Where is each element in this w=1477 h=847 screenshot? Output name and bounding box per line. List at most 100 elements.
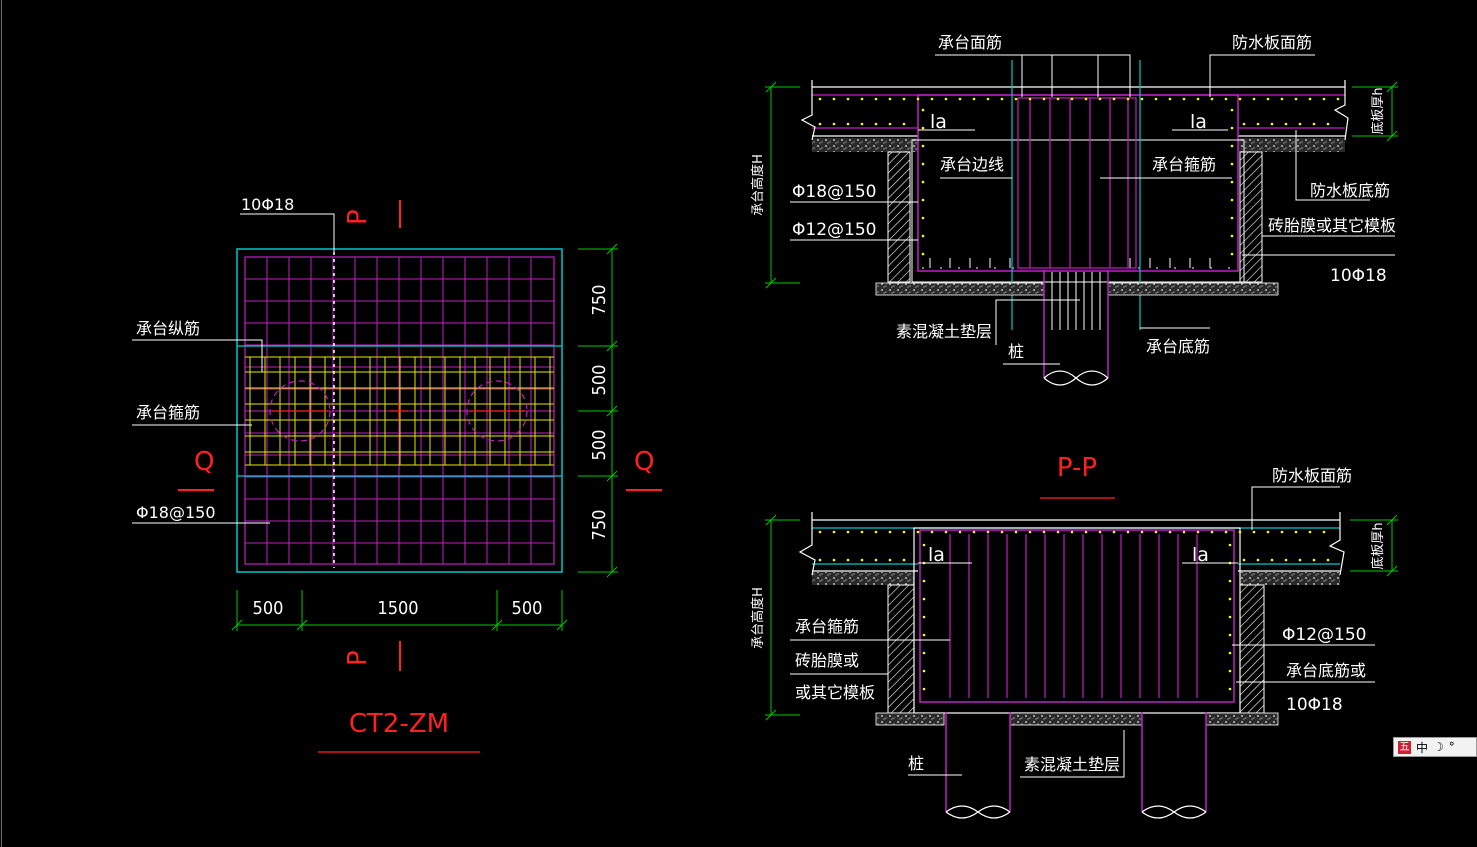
rebar-dot xyxy=(921,180,925,184)
rebar-dot xyxy=(1182,530,1186,534)
qq-formwork-2: 或其它模板 xyxy=(795,683,875,702)
section-pp xyxy=(765,54,1398,499)
rebar-dot xyxy=(846,558,850,562)
rebar-dot xyxy=(1312,122,1316,126)
rebar-dot xyxy=(921,144,925,148)
rebar-dot xyxy=(1230,162,1234,166)
qq-pile-label: 桩 xyxy=(908,754,924,773)
rebar-dot xyxy=(1224,97,1228,101)
plan-dim-v1: 750 xyxy=(589,285,610,316)
ime-toolbar[interactable]: 五 中 ☽ ° xyxy=(1393,737,1477,757)
rebar-dot xyxy=(1000,97,1004,101)
pp-title: P-P xyxy=(1057,453,1097,483)
rebar-dot xyxy=(986,97,990,101)
rebar-dot xyxy=(1224,530,1228,534)
rebar-dot xyxy=(1284,558,1288,562)
pp-stirrup-label: 承台箍筋 xyxy=(1152,155,1216,174)
rebar-dot xyxy=(1230,216,1234,220)
rebar-dot xyxy=(832,530,836,534)
rebar-dot xyxy=(922,633,926,637)
plan-dim-v3: 500 xyxy=(589,430,610,461)
rebar-dot xyxy=(922,687,926,691)
pp-bar-c-label: 10Φ18 xyxy=(1330,266,1387,286)
rebar-dot xyxy=(1070,97,1074,101)
rebar-dot xyxy=(1168,97,1172,101)
rebar-dot xyxy=(874,122,878,126)
pp-bar-b-label: Φ12@150 xyxy=(792,220,876,240)
rebar-dot xyxy=(1014,97,1018,101)
rebar-dot xyxy=(1210,530,1214,534)
rebar-dot xyxy=(944,97,948,101)
rebar-dot xyxy=(1322,530,1326,534)
rebar-dot xyxy=(1126,530,1130,534)
ime-mode-label[interactable]: 中 xyxy=(1416,740,1429,755)
rebar-dot xyxy=(1056,97,1060,101)
rebar-dot xyxy=(1230,144,1234,148)
rebar-dot xyxy=(921,162,925,166)
rebar-dot xyxy=(1140,97,1144,101)
pp-bar-a-label: Φ18@150 xyxy=(792,182,876,202)
rebar-dot xyxy=(1112,97,1116,101)
rebar-dot xyxy=(916,97,920,101)
rebar-dot xyxy=(1280,530,1284,534)
qq-cushion-label: 素混凝土垫层 xyxy=(1024,755,1120,774)
rebar-dot xyxy=(888,558,892,562)
rebar-dot xyxy=(1084,530,1088,534)
rebar-dot xyxy=(1168,530,1172,534)
rebar-dot xyxy=(1042,530,1046,534)
rebar-dot xyxy=(1228,633,1232,637)
rebar-dot xyxy=(958,530,962,534)
rebar-dot xyxy=(874,530,878,534)
qq-height-label: 承台高度H xyxy=(750,587,766,649)
rebar-dot xyxy=(1154,530,1158,534)
rebar-dot xyxy=(1256,122,1260,126)
pp-cushion-label: 素混凝土垫层 xyxy=(896,322,992,341)
pp-height-label: 承台高度H xyxy=(750,154,766,216)
rebar-dot xyxy=(1308,530,1312,534)
rebar-dot xyxy=(1028,97,1032,101)
plan-dim-v4: 750 xyxy=(589,510,610,541)
rebar-dot xyxy=(1256,558,1260,562)
rebar-dot xyxy=(1196,97,1200,101)
rebar-dot xyxy=(930,97,934,101)
pp-edge-label: 承台边线 xyxy=(940,155,1004,174)
qq-la-right: la xyxy=(1192,544,1209,566)
rebar-dot xyxy=(1230,234,1234,238)
rebar-dot xyxy=(922,669,926,673)
rebar-dot xyxy=(832,558,836,562)
pp-wp-top-bar-label: 防水板面筋 xyxy=(1232,33,1312,52)
rebar-dot xyxy=(1228,651,1232,655)
pp-wp-bottom-bar-label: 防水板底筋 xyxy=(1310,181,1390,200)
rebar-dot xyxy=(846,530,850,534)
rebar-dot xyxy=(818,530,822,534)
rebar-dot xyxy=(921,108,925,112)
dot-icon[interactable]: ° xyxy=(1448,740,1455,754)
plan-section-p-top: P xyxy=(343,209,373,225)
rebar-dot xyxy=(1242,122,1246,126)
rebar-dot xyxy=(1228,597,1232,601)
rebar-dot xyxy=(832,122,836,126)
rebar-dot xyxy=(930,530,934,534)
rebar-dot xyxy=(1308,97,1312,101)
plan-stirrup-label: 承台箍筋 xyxy=(136,403,200,422)
rebar-dot xyxy=(921,234,925,238)
qq-stirrup-label: 承台箍筋 xyxy=(795,617,859,636)
rebar-dot xyxy=(921,198,925,202)
pp-bottom-bar-label: 承台底筋 xyxy=(1146,337,1210,356)
rebar-dot xyxy=(1238,530,1242,534)
rebar-dot xyxy=(944,530,948,534)
plan-dim-h3: 500 xyxy=(512,598,543,619)
plan-dim-h1: 500 xyxy=(253,598,284,619)
rebar-dot xyxy=(1228,579,1232,583)
rebar-dot xyxy=(832,97,836,101)
rebar-dot xyxy=(916,530,920,534)
rebar-dot xyxy=(922,615,926,619)
rebar-dot xyxy=(1326,122,1330,126)
pp-formwork-label: 砖胎膜或其它模板 xyxy=(1268,216,1396,235)
rebar-dot xyxy=(1230,252,1234,256)
ime-logo-icon[interactable]: 五 xyxy=(1398,740,1411,754)
moon-icon[interactable]: ☽ xyxy=(1433,740,1444,754)
rebar-dot xyxy=(1336,97,1340,101)
rebar-dot xyxy=(902,530,906,534)
